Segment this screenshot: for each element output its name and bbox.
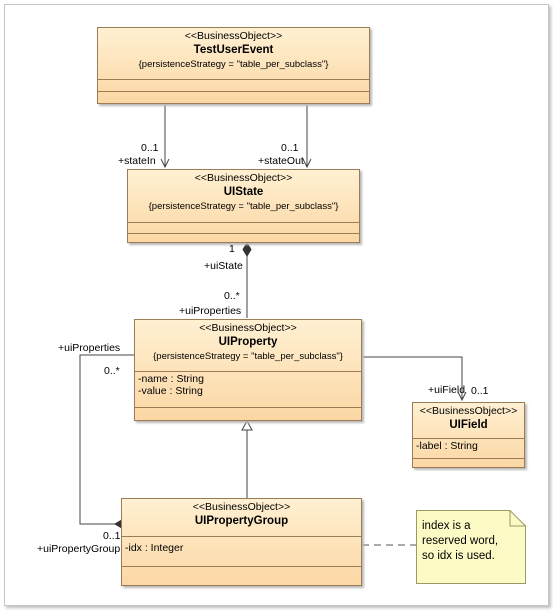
ui-field-multiplicity: 0..1 [471,385,489,397]
class-name: UIState [223,186,264,198]
state-in-role: +stateIn [118,155,156,167]
stereotype-label: <<BusinessObject>> [184,30,283,42]
stereotype-label: <<BusinessObject>> [194,172,293,184]
group-properties-role: +uiProperties [58,342,121,354]
note[interactable]: index is a reserved word, so idx is used… [416,510,526,584]
state-in-multiplicity: 0..1 [141,142,159,154]
note-text: index is a reserved word, so idx is used… [422,519,498,564]
class-ui-field[interactable]: <<BusinessObject>> UIField -label : Stri… [412,402,525,468]
note-line: so idx is used. [422,550,495,562]
class-name: UIProperty [218,336,278,348]
state-out-role: +stateOut [258,155,304,167]
attributes-compartment: -name : String -value : String [135,371,361,407]
composition-group-properties[interactable] [79,354,134,525]
class-test-user-event[interactable]: <<BusinessObject>> TestUserEvent {persis… [97,27,370,104]
state-out-multiplicity: 0..1 [281,142,299,154]
attributes-compartment [128,222,359,233]
attributes-compartment: -label : String [413,438,524,458]
group-multiplicity: 0..1 [103,530,121,542]
class-ui-property[interactable]: <<BusinessObject>> UIProperty {persisten… [134,319,362,421]
operations-compartment [128,233,359,244]
ui-state-multiplicity: 1 [229,243,235,255]
attribute-idx: -idx : Integer [125,542,184,554]
tagged-value: {persistenceStrategy = "table_per_subcla… [153,351,343,362]
attributes-compartment [98,79,369,91]
ui-field-role: +uiField [428,384,466,396]
note-line: reserved word, [422,535,499,547]
composition-diamond-ui-state [242,242,252,257]
attribute-value: -value : String [138,385,203,397]
assoc-ui-field[interactable] [362,356,462,400]
note-shape [416,510,526,584]
class-name: UIPropertyGroup [194,515,289,527]
operations-compartment [98,91,369,105]
generalization-triangle [241,419,253,431]
operations-compartment [135,407,361,422]
class-ui-state[interactable]: <<BusinessObject>> UIState {persistenceS… [127,169,360,243]
operations-compartment [413,458,524,469]
stereotype-label: <<BusinessObject>> [419,405,518,417]
group-properties-multiplicity: 0..* [104,365,120,377]
attribute-label: -label : String [416,440,478,452]
note-line: index is a [422,520,471,532]
tagged-value: {persistenceStrategy = "table_per_subcla… [148,201,339,212]
ui-properties-role: +uiProperties [179,305,242,317]
stereotype-label: <<BusinessObject>> [199,322,297,334]
attribute-name: -name : String [138,373,204,385]
ui-state-role: +uiState [204,260,243,272]
class-name: UIField [449,419,488,431]
class-name: TestUserEvent [193,44,274,56]
operations-compartment [122,566,361,587]
ui-properties-multiplicity: 0..* [224,290,240,302]
attributes-compartment: -idx : Integer [122,536,361,566]
stereotype-label: <<BusinessObject>> [192,501,291,513]
group-role: +uiPropertyGroup [37,543,121,555]
class-ui-property-group[interactable]: <<BusinessObject>> UIPropertyGroup -idx … [121,498,362,586]
tagged-value: {persistenceStrategy = "table_per_subcla… [138,59,329,70]
